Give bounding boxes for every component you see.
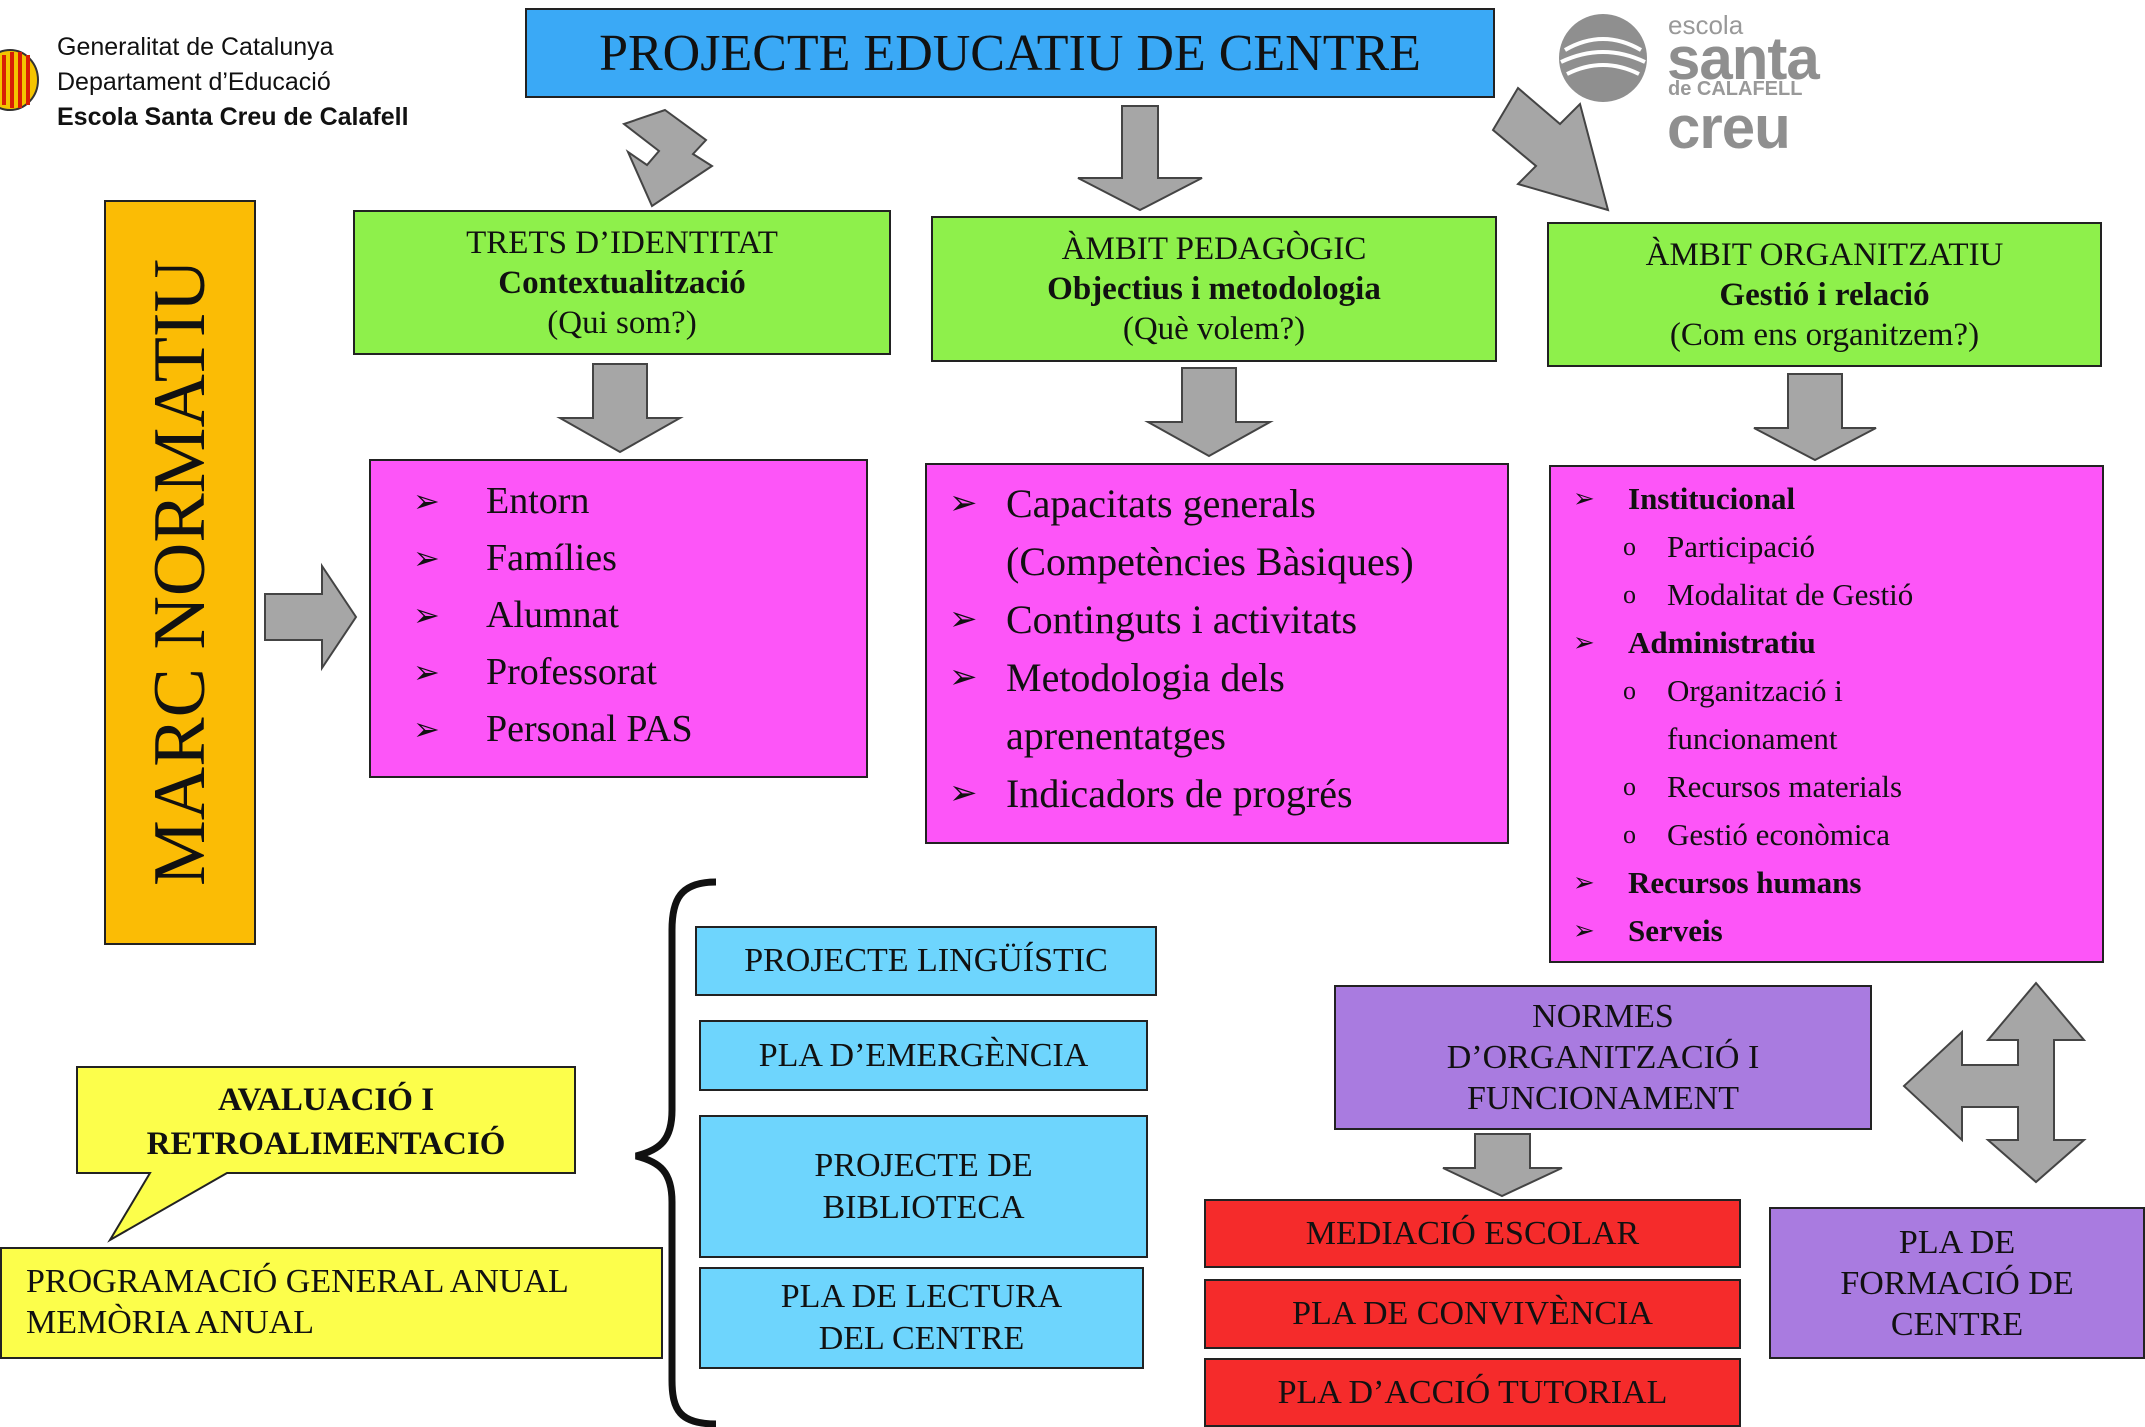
pla-lectura-line2: DEL CENTRE	[818, 1320, 1025, 1357]
trets-identitat-box: TRETS D’IDENTITAT Contextualització (Qui…	[353, 210, 891, 355]
organitzatiu-question: (Com ens organitzem?)	[1669, 316, 1980, 353]
pla-convivencia-box: PLA DE CONVIVÈNCIA	[1204, 1279, 1741, 1349]
title-text: PROJECTE EDUCATIU DE CENTRE	[599, 24, 1421, 82]
marc-normatiu-box: MARC NORMATIU	[104, 200, 256, 945]
pedagogic-subtitle: Objectius i metodologia	[1047, 271, 1381, 307]
list-item: Famílies	[371, 530, 866, 587]
mediacio-escolar-box: MEDIACIÓ ESCOLAR	[1204, 1199, 1741, 1268]
logo-text-santa-creu: santa creu	[1667, 25, 1820, 161]
pedagogic-question: (Què volem?)	[1122, 311, 1306, 347]
list-item: Professorat	[371, 644, 866, 701]
programacio-anual-box: PROGRAMACIÓ GENERAL ANUAL MEMÒRIA ANUAL	[0, 1247, 663, 1359]
page-title: PROJECTE EDUCATIU DE CENTRE	[525, 8, 1495, 98]
projecte-linguistic-box: PROJECTE LINGÜÍSTIC	[695, 926, 1157, 996]
arrow-title-to-trets	[621, 108, 714, 208]
pla-formacio-line3: CENTRE	[1890, 1305, 2024, 1343]
arrow-nofc-down	[1442, 1133, 1563, 1198]
mediacio-escolar-label: MEDIACIÓ ESCOLAR	[1305, 1214, 1640, 1252]
list-item: Capacitats generals	[927, 475, 1507, 533]
generalitat-flag-logo	[0, 40, 42, 120]
trets-list-box: Entorn Famílies Alumnat Professorat Pers…	[369, 459, 868, 778]
trets-subtitle: Contextualització	[498, 264, 746, 301]
curly-brace	[635, 878, 717, 1427]
pedagogic-list-box: Capacitats generals (Competències Bàsiqu…	[925, 463, 1509, 844]
list-item-serveis: Serveis	[1551, 907, 2102, 955]
pla-formacio-box: PLA DE FORMACIÓ DE CENTRE	[1769, 1207, 2145, 1359]
list-subitem: Organització i	[1551, 667, 2102, 715]
institution-header: Generalitat de Catalunya Departament d’E…	[57, 30, 409, 135]
projecte-biblioteca-line2: BIBLIOTECA	[822, 1188, 1025, 1226]
header-line-1: Generalitat de Catalunya	[57, 33, 334, 61]
arrow-organitzatiu-down	[1753, 373, 1877, 462]
avaluacio-line1: AVALUACIÓ I	[217, 1082, 435, 1118]
nofc-line1: NORMES	[1532, 998, 1674, 1035]
marc-normatiu-label: MARC NORMATIU	[138, 258, 221, 887]
list-item-institucional: Institucional	[1551, 475, 2102, 523]
organitzatiu-subtitle: Gestió i relació	[1719, 276, 1930, 313]
pedagogic-title: ÀMBIT PEDAGÒGIC	[1061, 231, 1367, 267]
list-item: Continguts i activitats	[927, 591, 1507, 649]
projecte-biblioteca-box: PROJECTE DE BIBLIOTECA	[699, 1115, 1148, 1258]
avaluacio-callout: AVALUACIÓ I RETROALIMENTACIÓ	[78, 1072, 574, 1172]
list-item: Entorn	[371, 473, 866, 530]
arrow-title-to-pedagogic	[1077, 105, 1203, 212]
projecte-linguistic-label: PROJECTE LINGÜÍSTIC	[744, 942, 1108, 979]
list-item: Metodologia dels	[927, 649, 1507, 707]
list-item-continuation: (Competències Bàsiques)	[1006, 539, 1414, 584]
pla-formacio-line2: FORMACIÓ DE	[1840, 1264, 2074, 1302]
header-line-3: Escola Santa Creu de Calafell	[57, 103, 409, 131]
pla-lectura-line1: PLA DE LECTURA	[780, 1278, 1063, 1315]
nofc-line2: D’ORGANITZACIÓ I	[1446, 1039, 1760, 1076]
list-item: Indicadors de progrés	[927, 765, 1507, 823]
trets-title: TRETS D’IDENTITAT	[466, 224, 778, 261]
projecte-biblioteca-line1: PROJECTE DE	[814, 1146, 1033, 1184]
list-subitem: Gestió econòmica	[1551, 811, 2102, 859]
pla-accio-tutorial-box: PLA D’ACCIÓ TUTORIAL	[1204, 1358, 1741, 1427]
pla-lectura-box: PLA DE LECTURA DEL CENTRE	[699, 1267, 1144, 1369]
ambit-pedagogic-box: ÀMBIT PEDAGÒGIC Objectius i metodologia …	[931, 216, 1497, 362]
pla-formacio-line1: PLA DE	[1898, 1223, 2016, 1261]
organitzatiu-list-box: Institucional Participació Modalitat de …	[1549, 465, 2104, 963]
school-logo: escola santa creu de CALAFELL	[1545, 8, 1925, 161]
pla-emergencia-label: PLA D’EMERGÈNCIA	[758, 1036, 1089, 1074]
logo-text-escola: escola	[1668, 10, 1744, 40]
list-item: Alumnat	[371, 587, 866, 644]
pla-accio-tutorial-label: PLA D’ACCIÓ TUTORIAL	[1277, 1373, 1668, 1411]
list-item-administratiu: Administratiu	[1551, 619, 2102, 667]
list-subitem: Recursos materials	[1551, 763, 2102, 811]
header-line-2: Departament d’Educació	[57, 68, 331, 96]
list-item-continuation: aprenentatges	[1006, 713, 1226, 758]
arrow-title-to-organitzatiu	[1491, 86, 1610, 212]
arrow-trets-down	[556, 363, 684, 454]
nofc-box: NORMES D’ORGANITZACIÓ I FUNCIONAMENT	[1334, 985, 1872, 1130]
programacio-line2: MEMÒRIA ANUAL	[26, 1304, 315, 1341]
programacio-line1: PROGRAMACIÓ GENERAL ANUAL	[26, 1263, 569, 1300]
arrow-marc-to-trets	[264, 562, 358, 672]
avaluacio-line2: RETROALIMENTACIÓ	[146, 1126, 506, 1162]
organitzatiu-title: ÀMBIT ORGANITZATIU	[1645, 236, 2004, 273]
list-item: Personal PAS	[371, 701, 866, 758]
arrow-three-way	[1902, 981, 2087, 1184]
list-subitem-continuation: funcionament	[1667, 721, 1838, 756]
list-subitem: Participació	[1551, 523, 2102, 571]
callout-shape	[76, 1066, 576, 1243]
list-item-recursos-humans: Recursos humans	[1551, 859, 2102, 907]
trets-question: (Qui som?)	[547, 304, 697, 341]
list-subitem: Modalitat de Gestió	[1551, 571, 2102, 619]
pla-emergencia-box: PLA D’EMERGÈNCIA	[699, 1020, 1148, 1091]
arrow-pedagogic-down	[1144, 367, 1274, 458]
pla-convivencia-label: PLA DE CONVIVÈNCIA	[1292, 1295, 1653, 1332]
ambit-organitzatiu-box: ÀMBIT ORGANITZATIU Gestió i relació (Com…	[1547, 222, 2102, 367]
logo-text-calafell: de CALAFELL	[1668, 78, 1803, 100]
nofc-line3: FUNCIONAMENT	[1467, 1080, 1739, 1117]
